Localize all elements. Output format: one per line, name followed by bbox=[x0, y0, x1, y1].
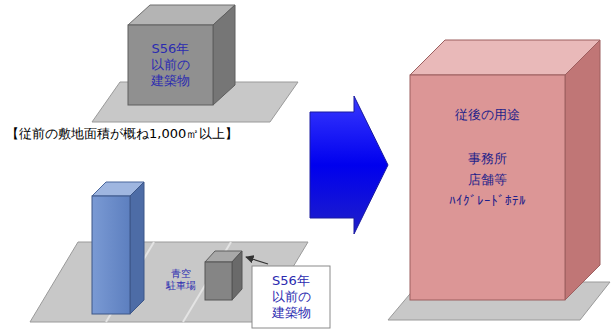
small-cube-side bbox=[232, 251, 242, 300]
transition-arrow bbox=[310, 96, 388, 234]
cube-side bbox=[213, 5, 235, 105]
cube-front bbox=[128, 25, 213, 105]
callout-box: S56年 以前の 建築物 bbox=[252, 266, 330, 328]
building-box: S56年 以前の 建築物 bbox=[128, 25, 213, 105]
box-heading: S56年 以前の 建築物 bbox=[272, 273, 311, 322]
building-side bbox=[130, 182, 144, 314]
box-heading: 従後の用途 bbox=[455, 107, 520, 123]
box-text: 事務所 店舗等 ﾊｲｸﾞﾚｰﾄﾞﾎﾃﾙ bbox=[449, 149, 526, 211]
cube-side bbox=[565, 40, 600, 300]
callout-box bbox=[252, 266, 330, 328]
site-area-note: 【従前の敷地面積が概ね1,000㎡以上】 bbox=[6, 126, 238, 142]
cube-front bbox=[410, 75, 565, 300]
box-heading: S56年 以前の 建築物 bbox=[151, 41, 190, 90]
parking-label: 青空 駐車場 bbox=[166, 268, 196, 292]
leader-arrow bbox=[246, 257, 268, 264]
building-box: 従後の用途事務所 店舗等 ﾊｲｸﾞﾚｰﾄﾞﾎﾃﾙ bbox=[410, 75, 565, 300]
small-cube-front bbox=[205, 262, 232, 300]
building-front bbox=[92, 196, 130, 314]
